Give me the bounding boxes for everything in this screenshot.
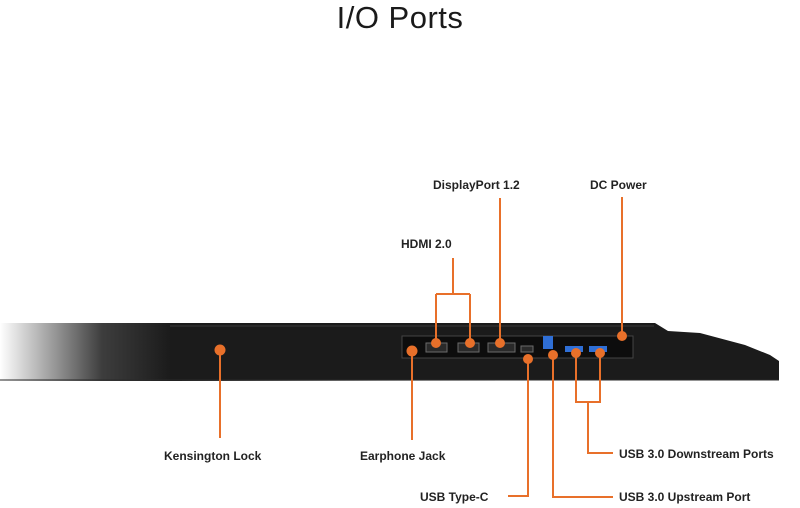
kensington-dot xyxy=(214,344,226,356)
usb-upstream-leader xyxy=(552,355,613,498)
usb-c-port xyxy=(520,345,534,353)
dc-power-dot xyxy=(617,331,627,341)
usb-downstream-dot-2 xyxy=(595,348,605,358)
label-dc-power: DC Power xyxy=(590,178,647,192)
usb-upstream-dot xyxy=(548,350,558,360)
callout-dots xyxy=(214,331,627,364)
callout-lines xyxy=(219,197,623,498)
monitor-bottom-edge xyxy=(0,323,779,381)
label-usb-type-c: USB Type-C xyxy=(420,490,489,504)
usb-c-dot xyxy=(523,354,533,364)
label-hdmi: HDMI 2.0 xyxy=(401,237,452,251)
usb-upstream-port xyxy=(543,336,553,349)
page-title: I/O Ports xyxy=(336,0,464,35)
earphone-dot xyxy=(406,345,418,357)
label-usb-downstream: USB 3.0 Downstream Ports xyxy=(619,447,774,461)
hdmi-dot-1 xyxy=(431,338,441,348)
usb-downstream-leader xyxy=(575,353,613,454)
label-usb-upstream: USB 3.0 Upstream Port xyxy=(619,490,751,504)
usb-c-leader xyxy=(508,359,529,497)
hdmi-leader xyxy=(435,258,471,340)
displayport-dot xyxy=(495,338,505,348)
label-earphone-jack: Earphone Jack xyxy=(360,449,446,463)
label-displayport: DisplayPort 1.2 xyxy=(433,178,520,192)
usb-downstream-dot-1 xyxy=(571,348,581,358)
label-kensington-lock: Kensington Lock xyxy=(164,449,262,463)
hdmi-dot-2 xyxy=(465,338,475,348)
